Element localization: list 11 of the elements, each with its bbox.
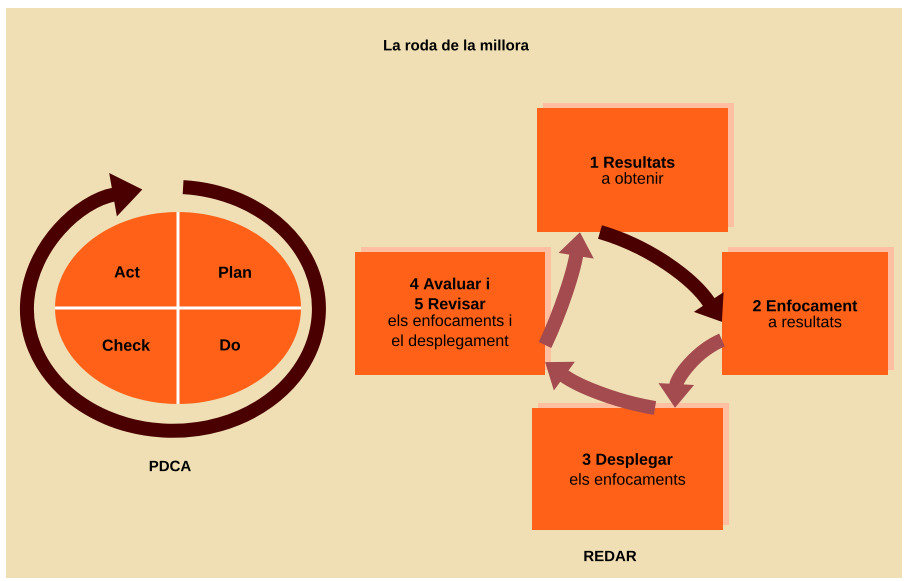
process-box: 3 Desplegar els enfocaments xyxy=(532,403,729,530)
process-box: 1 Resultats a obtenir xyxy=(537,103,734,232)
pdca-quadrant: Do xyxy=(178,308,301,404)
process-box: 2 Enfocament a resultats xyxy=(722,247,894,375)
caption-label: PDCA xyxy=(150,460,191,472)
title: La roda de la millora xyxy=(384,40,530,50)
pdca-quadrant: Act xyxy=(55,212,178,308)
pdca-quadrant: Plan xyxy=(178,212,301,308)
caption-label: REDAR xyxy=(584,550,636,562)
pdca-quadrant: Check xyxy=(55,308,178,404)
process-box: 4 Avaluar i 5 Revisar els enfocaments i el desplegament xyxy=(355,247,551,375)
